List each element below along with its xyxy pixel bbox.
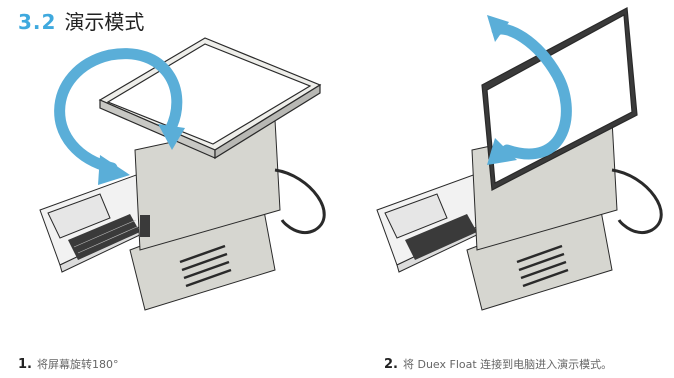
step-text: 将 Duex Float 连接到电脑进入演示模式。 (402, 358, 613, 371)
rotating-screen (98, 37, 322, 160)
rotation-arrow-icon (54, 48, 185, 185)
step-number: 1. (18, 357, 32, 372)
section-heading: 3.2 演示模式 (18, 6, 144, 35)
upright-screen (481, 7, 638, 191)
rotate-screen-illustration (39, 37, 326, 311)
step-text: 将屏幕旋转180° (36, 358, 119, 371)
step-caption-2: 2. 将 Duex Float 连接到电脑进入演示模式。 (384, 356, 612, 372)
section-title: 演示模式 (64, 10, 145, 34)
step-caption-1: 1. 将屏幕旋转180° (18, 356, 118, 372)
cable (611, 168, 663, 235)
section-number: 3.2 (18, 10, 57, 34)
cable (274, 168, 326, 235)
rotation-arrow-icon (487, 15, 572, 165)
step-number: 2. (384, 357, 398, 372)
presentation-mode-illustration (376, 7, 663, 311)
device-stand (466, 199, 613, 311)
